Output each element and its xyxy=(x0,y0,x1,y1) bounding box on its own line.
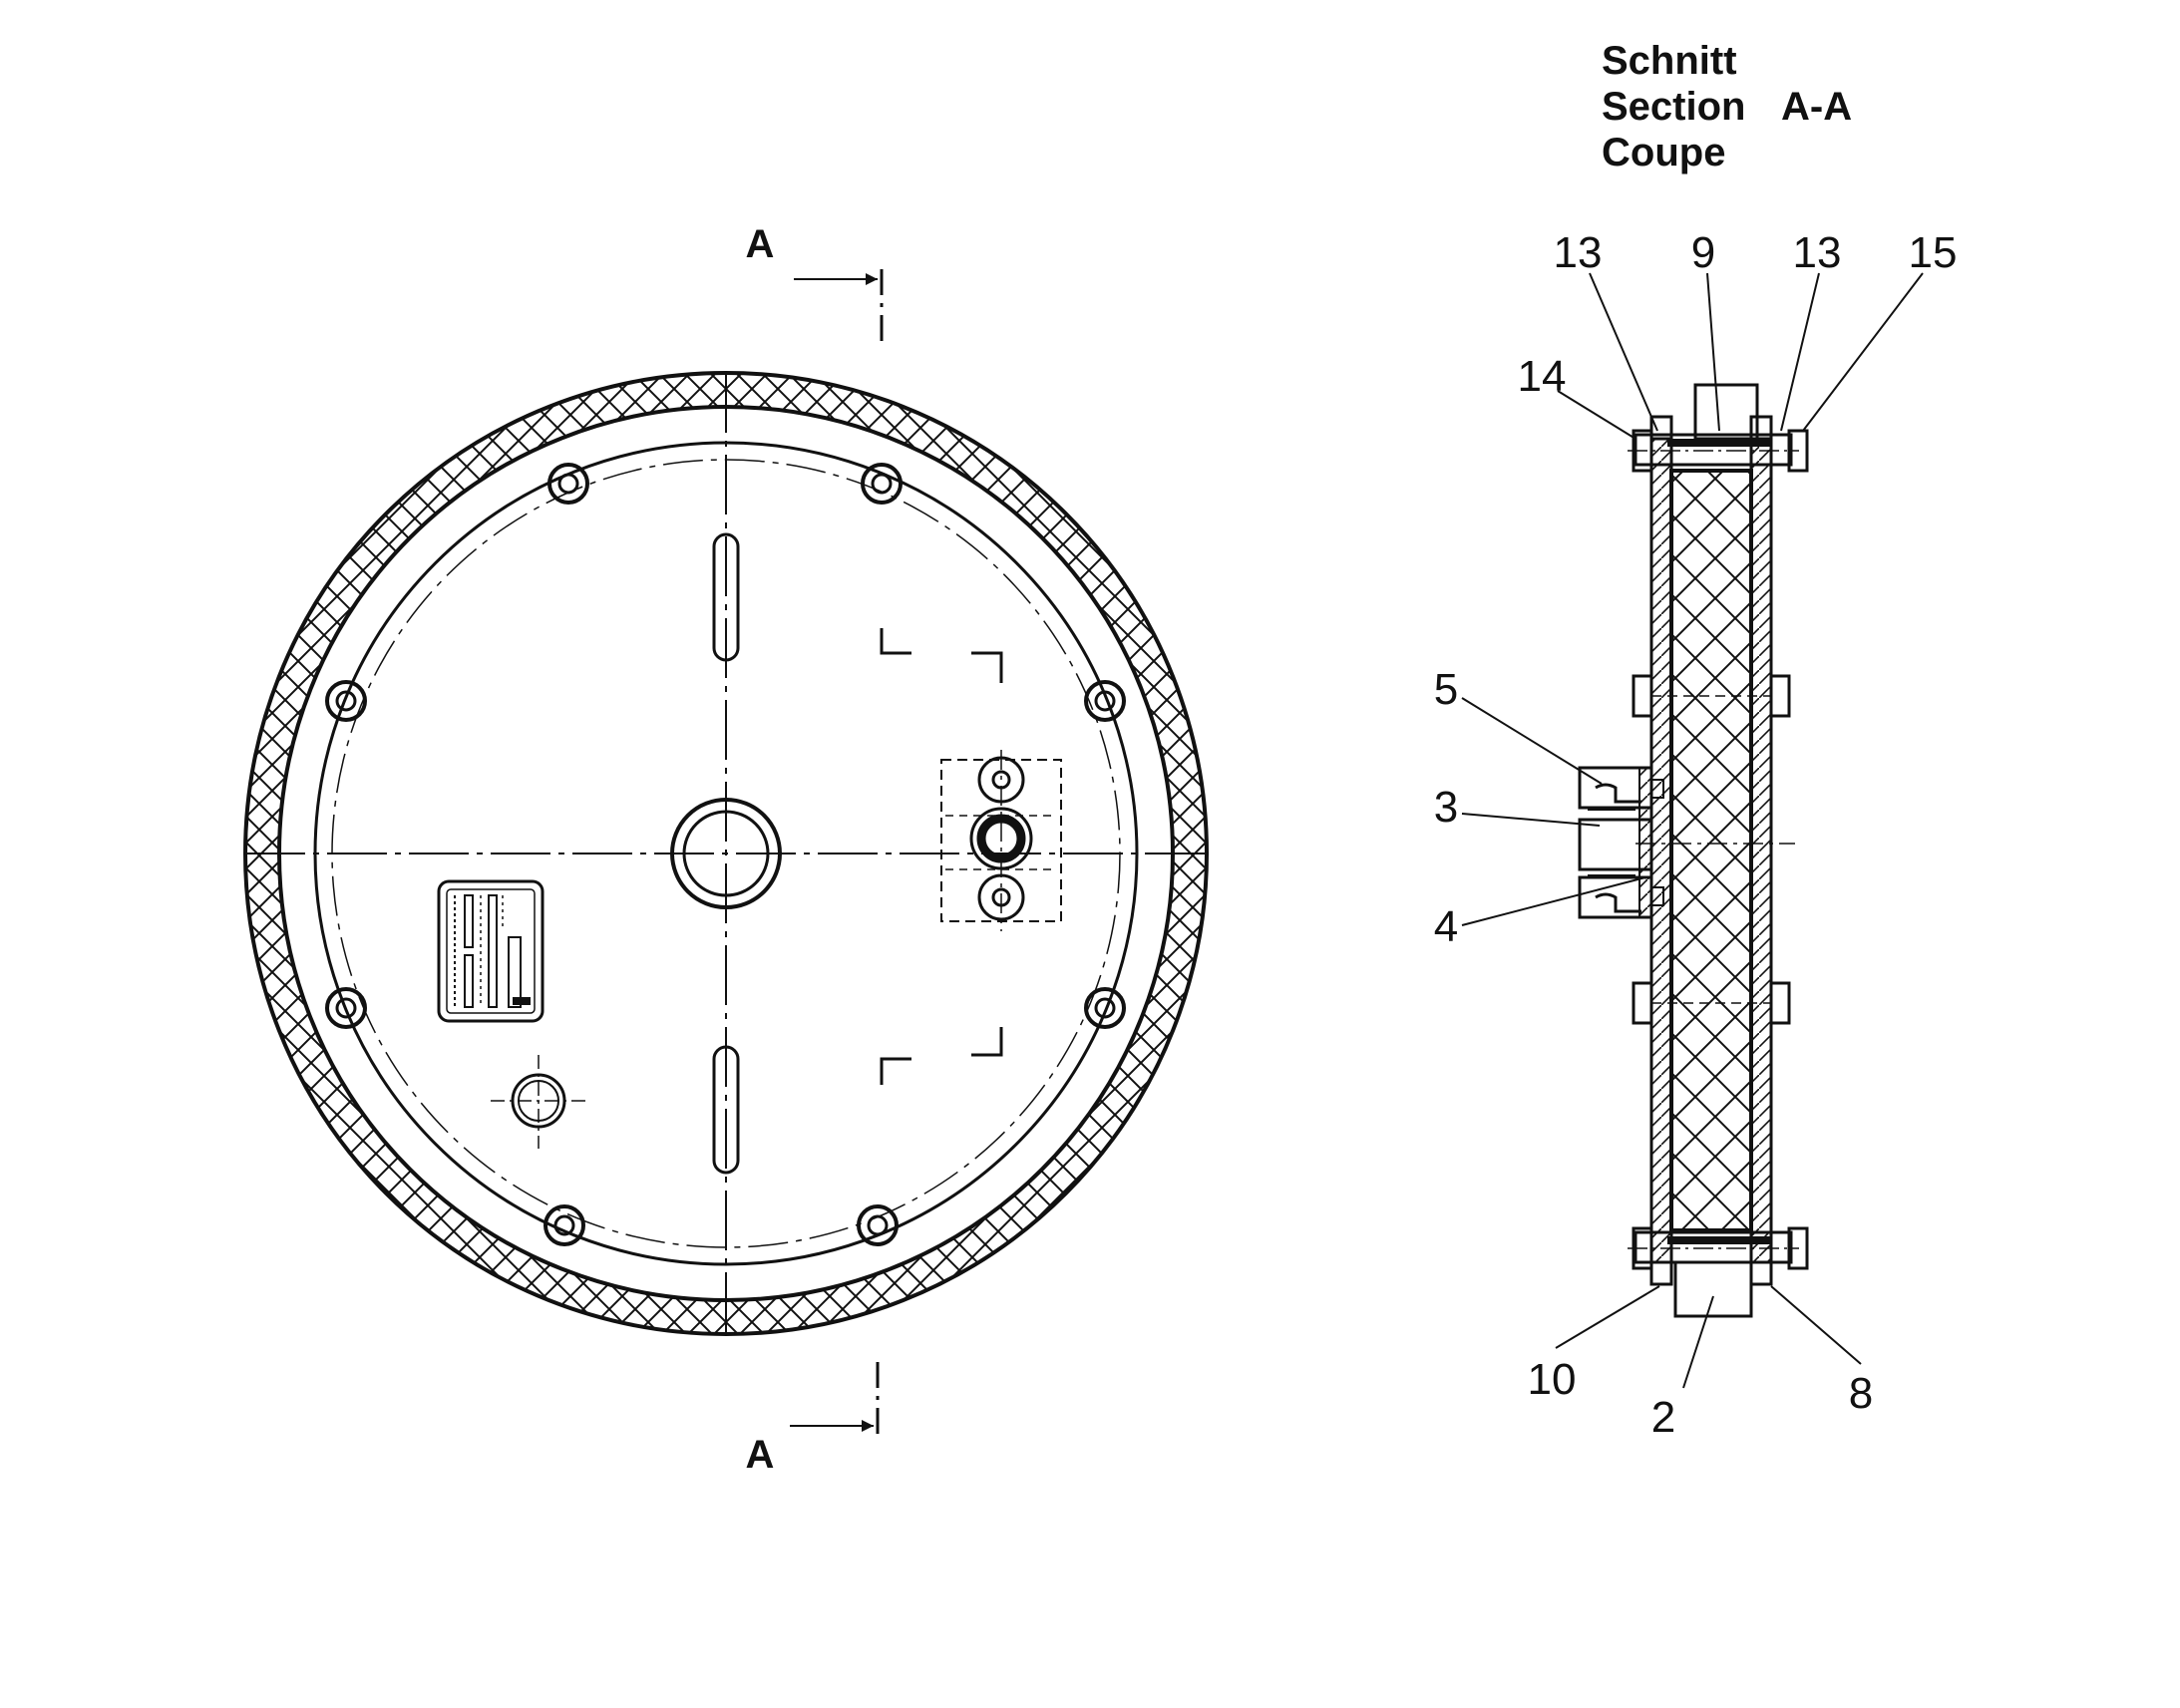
section-view: Schnitt Section A-A Coupe xyxy=(1434,39,1958,1442)
bottom-bead xyxy=(1673,1260,1753,1318)
bolts xyxy=(325,463,1126,1246)
callout-14: 14 xyxy=(1518,352,1567,401)
bolt xyxy=(547,463,589,505)
leader-lines xyxy=(1461,272,1924,1389)
middle-bolts xyxy=(1632,674,1791,1025)
slot-top xyxy=(712,532,740,662)
section-title-line1: Schnitt xyxy=(1602,39,1737,83)
bolt xyxy=(861,463,903,505)
callout-10: 10 xyxy=(1528,1355,1577,1404)
callout-3: 3 xyxy=(1434,783,1458,832)
callout-5: 5 xyxy=(1434,665,1458,714)
bolt xyxy=(325,680,367,722)
auxiliary-port xyxy=(491,1055,586,1149)
valve-assembly xyxy=(940,750,1062,931)
left-plate xyxy=(1649,437,1673,1264)
bolt xyxy=(857,1204,899,1246)
section-letter-top: A xyxy=(746,222,775,266)
section-title-line2: Section xyxy=(1602,85,1745,129)
tire-section xyxy=(1669,469,1753,1232)
section-title-line3: Coupe xyxy=(1602,131,1725,174)
bottom-through-bolt xyxy=(1628,1226,1809,1286)
section-letter-bottom: A xyxy=(746,1433,775,1477)
top-through-bolt xyxy=(1628,415,1809,473)
bolt xyxy=(1084,987,1126,1029)
top-bead xyxy=(1693,383,1759,441)
callout-13-right: 13 xyxy=(1793,228,1842,277)
right-plate xyxy=(1749,437,1773,1264)
hub xyxy=(670,798,782,909)
section-marker-bottom: A xyxy=(746,1362,880,1477)
callout-4: 4 xyxy=(1434,902,1458,951)
callout-13-left: 13 xyxy=(1554,228,1603,277)
callout-9: 9 xyxy=(1691,228,1715,277)
corner-marks xyxy=(880,628,1003,1085)
section-marker-top: A xyxy=(746,222,884,343)
section-title-designation: A-A xyxy=(1781,85,1852,129)
bolt-circle xyxy=(331,459,1121,1248)
front-view: A A xyxy=(242,222,1210,1477)
valve-section xyxy=(1578,766,1664,919)
slot-bottom xyxy=(712,1045,740,1175)
callout-8: 8 xyxy=(1849,1369,1873,1418)
bolt xyxy=(544,1204,585,1246)
callout-2: 2 xyxy=(1651,1393,1675,1442)
bolt xyxy=(325,987,367,1029)
bolt xyxy=(1084,680,1126,722)
nameplate xyxy=(437,879,545,1023)
callout-15: 15 xyxy=(1909,228,1958,277)
